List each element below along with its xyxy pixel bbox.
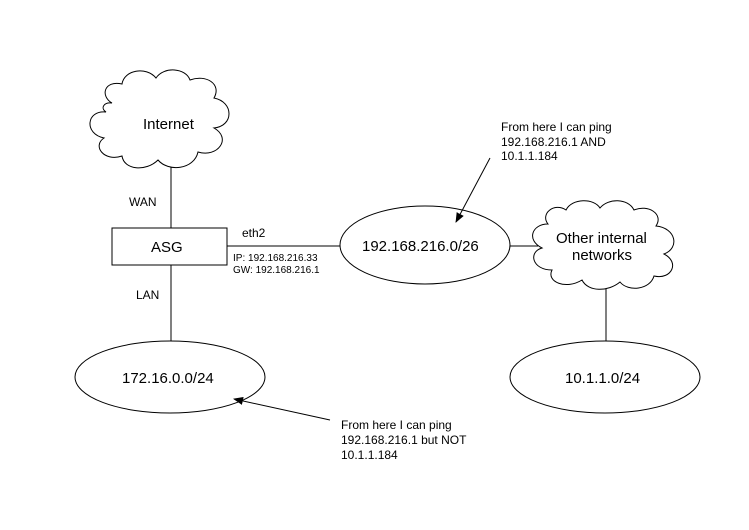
internet-label: Internet — [143, 116, 195, 133]
bottom-annotation-line3: 10.1.1.184 — [341, 448, 398, 462]
gw-label: GW: 192.168.216.1 — [233, 265, 320, 276]
asg-label: ASG — [151, 239, 183, 256]
net10-label: 10.1.1.0/24 — [565, 370, 640, 387]
network-172-16-0: 172.16.0.0/24 — [74, 340, 266, 414]
lan-label: LAN — [136, 288, 159, 302]
ip-label: IP: 192.168.216.33 — [233, 253, 318, 264]
net216-label: 192.168.216.0/26 — [362, 238, 479, 255]
network-192-168-216: 192.168.216.0/26 — [339, 205, 511, 285]
top-annotation-line1: From here I can ping — [501, 120, 612, 134]
other-networks-label-line2: networks — [572, 247, 632, 264]
wan-label: WAN — [129, 195, 157, 209]
other-networks-label-line1: Other internal — [556, 230, 647, 247]
bottom-annotation: From here I can ping 192.168.216.1 but N… — [233, 397, 467, 462]
internet-cloud: Internet — [89, 69, 230, 169]
eth2-label: eth2 — [242, 226, 266, 240]
top-annotation: From here I can ping 192.168.216.1 AND 1… — [455, 120, 612, 223]
net172-label: 172.16.0.0/24 — [122, 370, 214, 387]
bottom-annotation-line1: From here I can ping — [341, 418, 452, 432]
bottom-annotation-line2: 192.168.216.1 but NOT — [341, 433, 467, 447]
other-networks-cloud: Other internal networks — [532, 200, 675, 290]
bottom-annotation-arrow — [233, 397, 331, 421]
top-annotation-arrow — [455, 157, 491, 223]
top-annotation-line3: 10.1.1.184 — [501, 149, 558, 163]
asg-node: ASG — [111, 227, 228, 266]
network-10-1-1: 10.1.1.0/24 — [509, 340, 701, 414]
top-annotation-line2: 192.168.216.1 AND — [501, 135, 606, 149]
